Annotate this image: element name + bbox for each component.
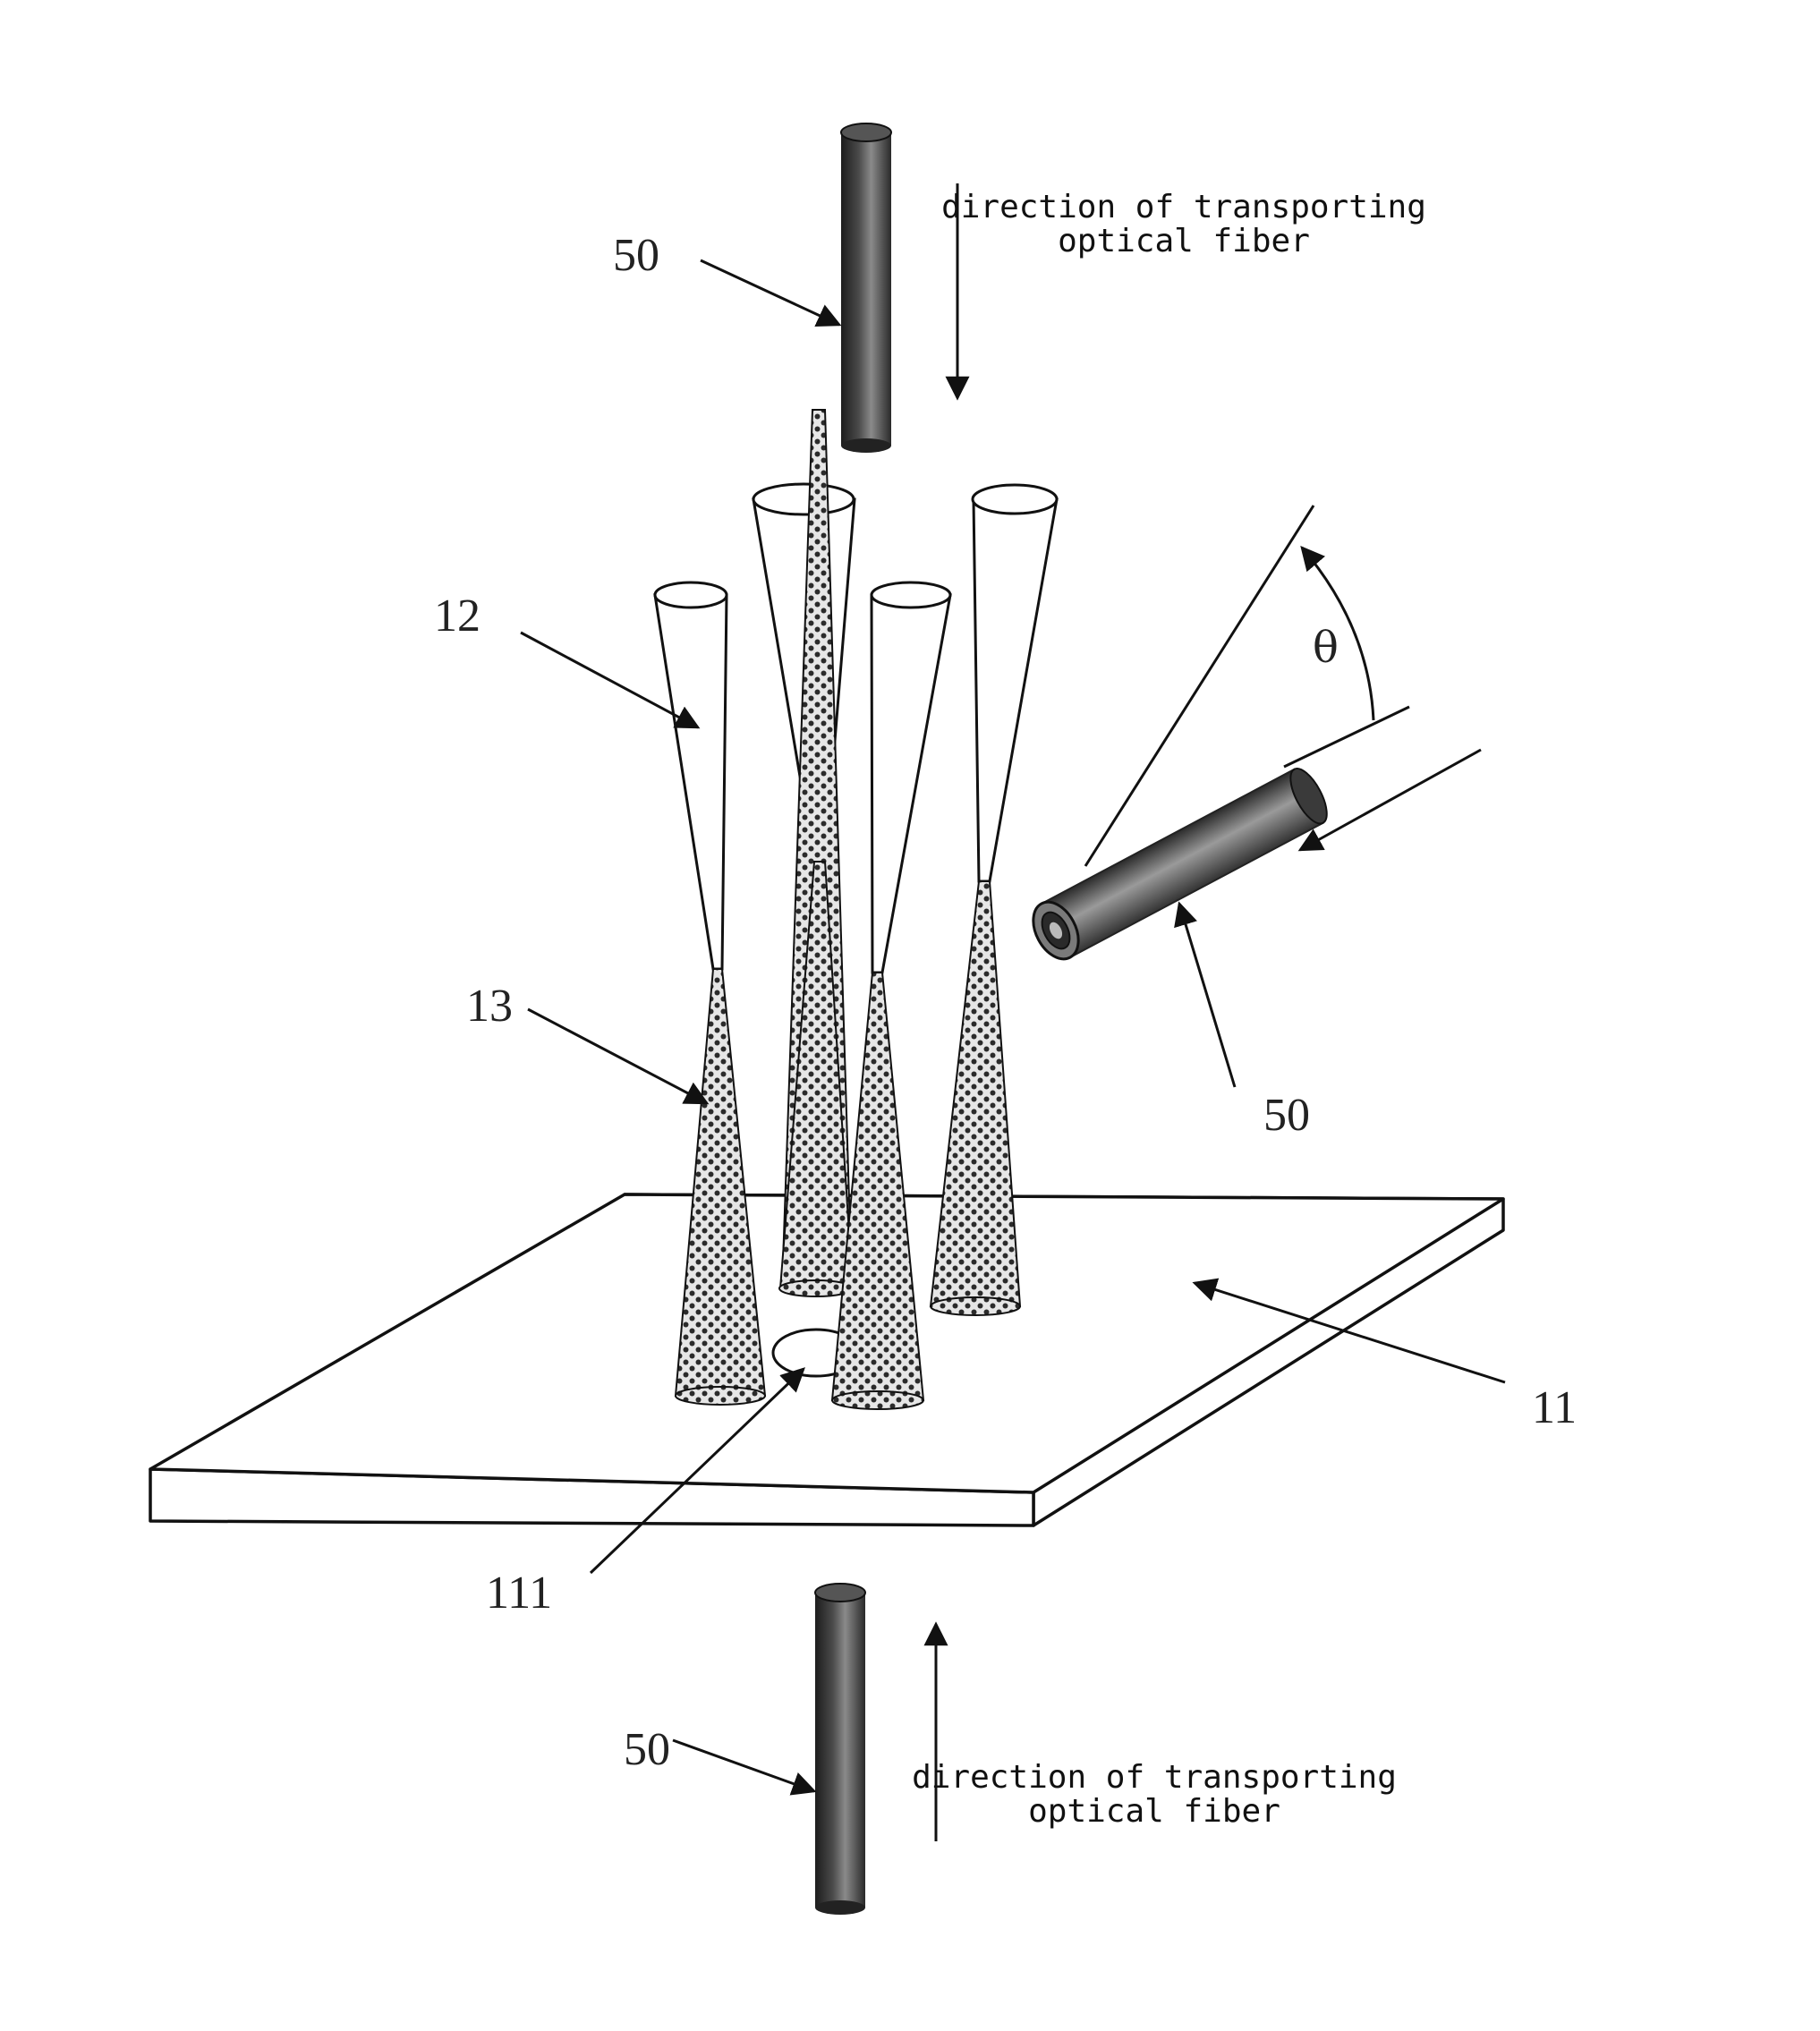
leader-13 [528,1009,707,1103]
label-13: 13 [466,981,513,1032]
label-12: 12 [434,591,481,642]
top-optical-fiber [841,123,891,453]
bottom-optical-fiber [815,1584,865,1915]
label-11: 11 [1532,1382,1577,1433]
label-111: 111 [486,1568,552,1619]
angle-theta-label: θ [1313,623,1339,673]
top-direction-note-line-1: direction of transporting [941,189,1426,225]
bottom-direction-note-line-1: direction of transporting [912,1759,1397,1796]
angled-optical-fiber [1025,506,1481,966]
leader-50-bottom [673,1740,814,1791]
label-50-bottom: 50 [624,1724,670,1775]
top-direction-note-line-2: optical fiber [1058,223,1310,259]
cone-assembly-4 [931,485,1057,1315]
leader-50-top [701,260,839,325]
label-50-top: 50 [613,230,659,281]
leader-50-side [1179,904,1235,1087]
bottom-direction-note-line-2: optical fiber [1028,1793,1280,1830]
label-50-side: 50 [1263,1090,1310,1141]
